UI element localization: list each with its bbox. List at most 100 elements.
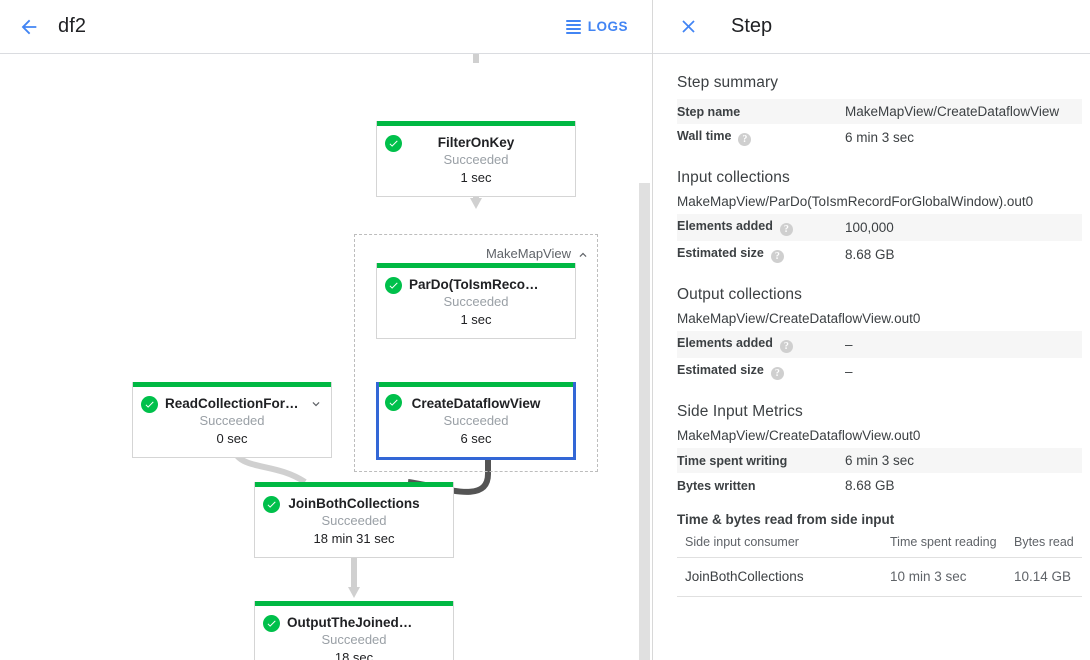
row-key: Time spent writing [677,453,788,468]
column-header-consumer: Side input consumer [677,529,882,558]
node-status-bar [379,382,573,387]
table-row[interactable]: JoinBothCollections 10 min 3 sec 10.14 G… [677,557,1082,597]
logs-list-icon [565,19,581,34]
check-circle-icon [263,615,280,632]
chevron-up-icon[interactable] [576,248,590,262]
graph-node-createdataflowview[interactable]: CreateDataflowView Succeeded 6 sec [376,382,576,460]
logs-button-label: LOGS [587,19,628,34]
section-heading: Input collections [677,169,790,186]
table-header-row: Side input consumer Time spent reading B… [677,529,1082,558]
table-row: Step name MakeMapView/CreateDataflowView [677,99,1082,124]
table-row: Estimated size? – [677,358,1082,385]
composite-group-label: MakeMapView [485,246,571,261]
collection-name: MakeMapView/CreateDataflowView.out0 [677,428,921,443]
node-body: CreateDataflowView Succeeded 6 sec [379,387,573,457]
help-icon[interactable]: ? [779,340,793,353]
graph-node-outputthejoinedcollection[interactable]: OutputTheJoinedCollec… Succeeded 18 sec [254,601,454,660]
row-value: 8.68 GB [845,478,895,493]
node-status-bar [377,121,575,126]
row-key: Step name [677,104,741,119]
row-value: – [845,337,853,352]
node-body: ParDo(ToIsmRecordFor… Succeeded 1 sec [377,268,575,338]
column-header-bytes-read: Bytes read [1006,529,1082,558]
check-circle-icon [385,394,402,411]
row-key: Estimated size [677,363,764,377]
section-side-input-metrics: Side Input Metrics MakeMapView/CreateDat… [677,403,1082,597]
node-body: ReadCollectionForJoin Succeeded 0 sec [133,387,331,457]
row-value: – [845,364,853,379]
check-circle-icon [141,396,158,413]
node-status-bar [377,263,575,268]
row-value: 6 min 3 sec [845,453,915,468]
side-input-table-title: Time & bytes read from side input [677,512,895,527]
table-row: Estimated size? 8.68 GB [677,241,1082,268]
table-row: Bytes written 8.68 GB [677,473,1082,498]
node-body: FilterOnKey Succeeded 1 sec [377,126,575,196]
graph-node-pardo-toismrecord[interactable]: ParDo(ToIsmRecordFor… Succeeded 1 sec [376,263,576,339]
job-graph-canvas[interactable]: MakeMapView FilterOnKey Succeeded 1 sec [0,54,652,660]
back-arrow-icon[interactable] [16,14,42,40]
side-input-metrics-table: Time spent writing 6 min 3 sec Bytes wri… [677,448,1082,498]
node-time: 6 sec [460,431,492,446]
node-status: Succeeded [443,294,509,309]
node-time: 1 sec [460,170,492,185]
section-heading: Step summary [677,74,779,91]
help-icon[interactable]: ? [738,133,752,146]
node-status: Succeeded [321,513,387,528]
node-title: FilterOnKey [437,135,515,150]
node-status: Succeeded [443,152,509,167]
node-status-bar [255,601,453,606]
row-value: 8.68 GB [845,247,895,262]
section-heading: Output collections [677,286,803,303]
logs-button[interactable]: LOGS [558,13,636,40]
check-circle-icon [385,277,402,294]
node-title: CreateDataflowView [411,396,541,411]
section-heading: Side Input Metrics [677,403,803,420]
graph-node-filteronkey[interactable]: FilterOnKey Succeeded 1 sec [376,121,576,197]
node-status: Succeeded [199,413,265,428]
check-circle-icon [385,135,402,152]
graph-node-joinbothcollections[interactable]: JoinBothCollections Succeeded 18 min 31 … [254,482,454,558]
collection-name: MakeMapView/CreateDataflowView.out0 [677,311,921,326]
output-collections-table: Elements added? – Estimated size? – [677,331,1082,385]
help-icon[interactable]: ? [779,223,793,236]
graph-node-readcollectionforjoin[interactable]: ReadCollectionForJoin Succeeded 0 sec [132,382,332,458]
row-value: MakeMapView/CreateDataflowView [845,104,1060,119]
node-status-bar [255,482,453,487]
cell-bytes-read: 10.14 GB [1006,557,1082,597]
side-input-consumer-table: Side input consumer Time spent reading B… [677,529,1082,597]
row-value: 6 min 3 sec [845,130,915,145]
node-title: OutputTheJoinedCollec… [287,615,443,630]
table-row: Elements added? 100,000 [677,214,1082,241]
node-status: Succeeded [443,413,509,428]
node-title: ReadCollectionForJoin [165,396,313,411]
help-icon[interactable]: ? [770,367,784,380]
graph-vertical-scrollbar[interactable] [639,55,650,660]
node-body: OutputTheJoinedCollec… Succeeded 18 sec [255,606,453,660]
graph-scrollbar-thumb[interactable] [639,183,650,660]
row-key: Wall time [677,129,732,143]
section-step-summary: Step summary Step name MakeMapView/Creat… [677,74,1082,151]
step-details-pane: Step Step summary Step name MakeMapView/… [653,0,1090,660]
collection-name: MakeMapView/ParDo(ToIsmRecordForGlobalWi… [677,194,1034,209]
table-row: Wall time? 6 min 3 sec [677,124,1082,151]
cell-time-reading: 10 min 3 sec [882,557,1006,597]
close-x-icon[interactable] [675,14,701,40]
section-input-collections: Input collections MakeMapView/ParDo(ToIs… [677,169,1082,268]
row-key: Estimated size [677,246,764,260]
node-status: Succeeded [321,632,387,647]
job-graph-pane: df2 LOGS [0,0,653,660]
step-panel-header: Step [653,0,1090,54]
chevron-down-icon[interactable] [308,396,324,412]
row-key: Elements added [677,219,773,233]
node-title: ParDo(ToIsmRecordFor… [409,277,565,292]
help-icon[interactable]: ? [770,250,784,263]
node-body: JoinBothCollections Succeeded 18 min 31 … [255,487,453,557]
node-time: 0 sec [216,431,248,446]
row-key: Bytes written [677,478,756,493]
row-value: 100,000 [845,220,894,235]
row-key: Elements added [677,336,773,350]
check-circle-icon [263,496,280,513]
node-time: 18 sec [334,650,374,660]
